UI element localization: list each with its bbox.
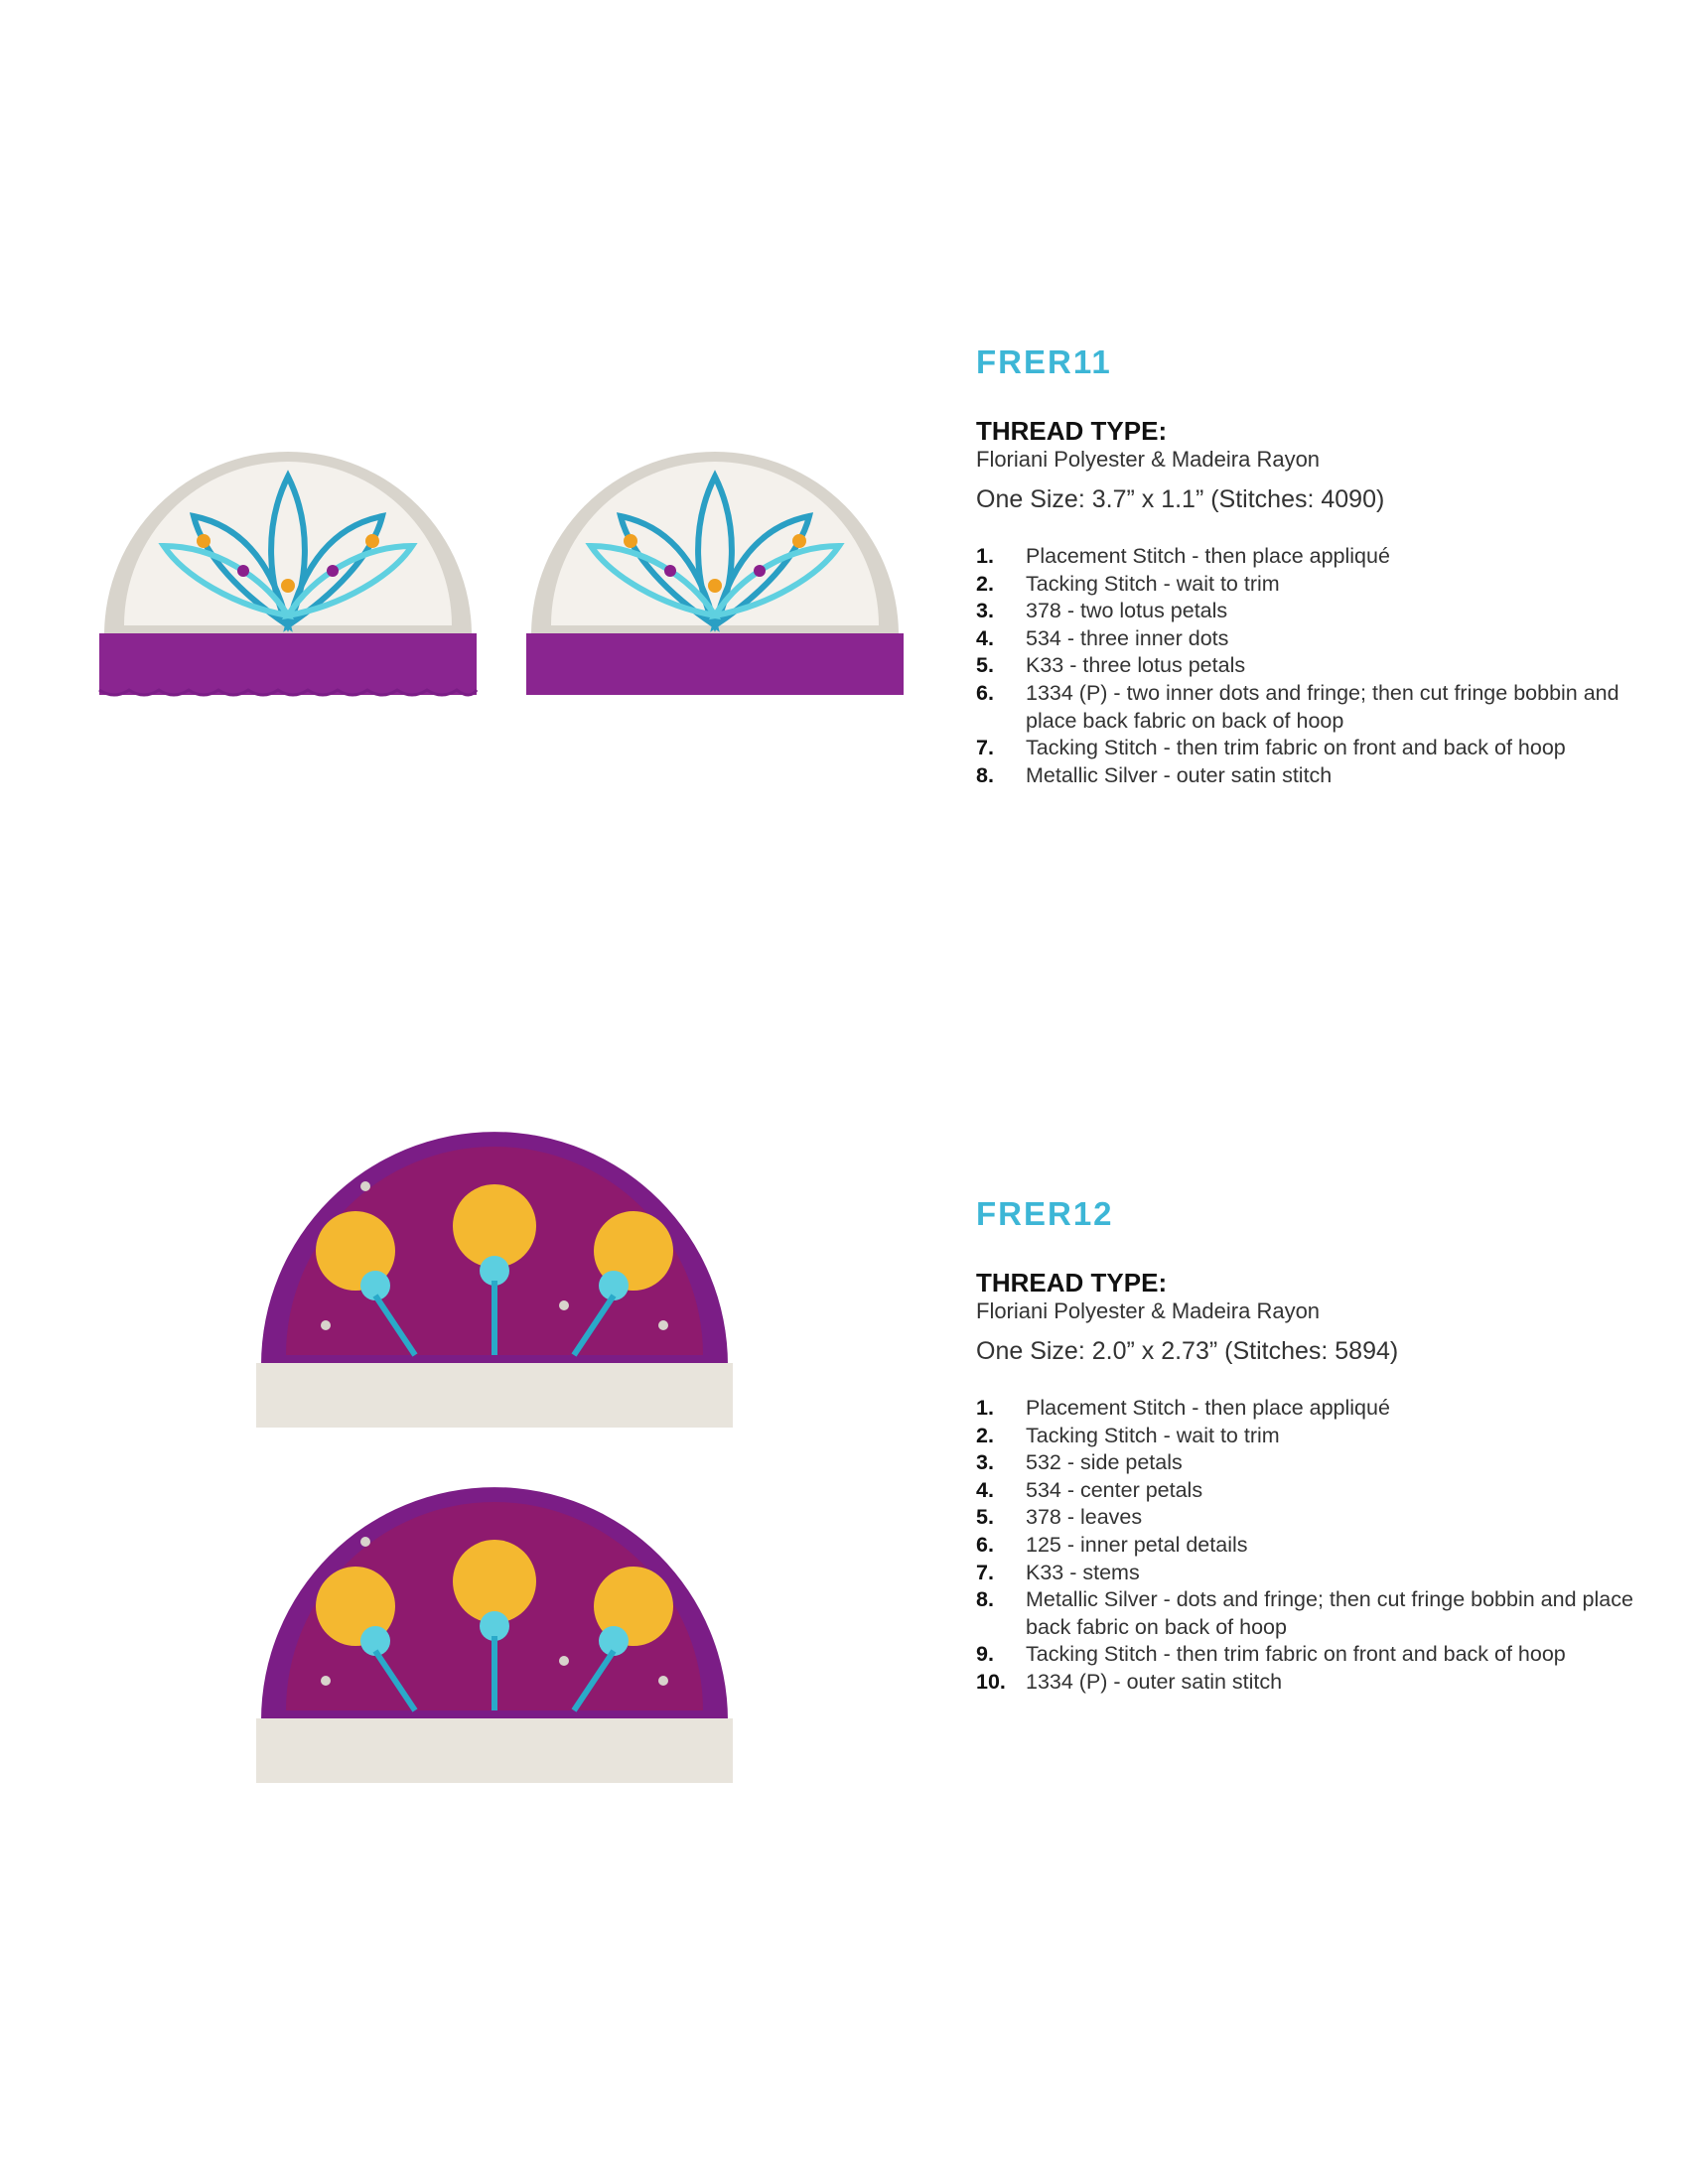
list-item: 4. 534 - three inner dots	[976, 625, 1651, 653]
frer11-lotus-patch-right	[526, 452, 904, 695]
list-item: 5. K33 - three lotus petals	[976, 652, 1651, 680]
thread-type-value: Floriani Polyester & Madeira Rayon	[976, 447, 1321, 472]
step-number: 10.	[976, 1669, 1006, 1694]
step-number: 6.	[976, 1532, 994, 1557]
product-code: FRER12	[976, 1195, 1114, 1232]
list-item: 1. Placement Stitch - then place appliqué	[976, 543, 1651, 571]
step-number: 5.	[976, 653, 994, 678]
step-text: 125 - inner petal details	[1026, 1532, 1248, 1557]
list-item: 4. 534 - center petals	[976, 1477, 1651, 1505]
list-item: 8. Metallic Silver - dots and fringe; the…	[976, 1586, 1651, 1641]
step-text: 534 - center petals	[1026, 1477, 1203, 1502]
list-item: 1. Placement Stitch - then place appliqué	[976, 1395, 1651, 1423]
step-list: 1. Placement Stitch - then place appliqué…	[976, 543, 1651, 789]
list-item: 7. K33 - stems	[976, 1560, 1651, 1587]
step-text: Tacking Stitch - then trim fabric on fro…	[1026, 1642, 1566, 1667]
step-text: K33 - three lotus petals	[1026, 653, 1246, 678]
list-item: 2. Tacking Stitch - wait to trim	[976, 571, 1651, 599]
step-text: 1334 (P) - two inner dots and fringe; th…	[1026, 680, 1619, 733]
step-number: 7.	[976, 1560, 994, 1584]
step-text: Tacking Stitch - then trim fabric on fro…	[1026, 736, 1566, 760]
thread-type-label: THREAD TYPE:	[976, 416, 1168, 446]
product-frer12: FRER12 THREAD TYPE: Floriani Polyester &…	[976, 1194, 1651, 1697]
step-text: Metallic Silver - outer satin stitch	[1026, 762, 1333, 787]
list-item: 7. Tacking Stitch - then trim fabric on f…	[976, 735, 1651, 762]
step-text: 378 - leaves	[1026, 1505, 1143, 1530]
step-text: 532 - side petals	[1026, 1450, 1183, 1475]
step-text: Tacking Stitch - wait to trim	[1026, 1423, 1280, 1447]
frer12-flower-patch-bottom	[256, 1487, 733, 1783]
product-code: FRER11	[976, 343, 1112, 380]
thread-type-label: THREAD TYPE:	[976, 1268, 1168, 1297]
step-number: 3.	[976, 599, 994, 623]
step-text: K33 - stems	[1026, 1560, 1140, 1584]
step-number: 9.	[976, 1642, 994, 1667]
step-text: Placement Stitch - then place appliqué	[1026, 1396, 1390, 1420]
step-number: 7.	[976, 736, 994, 760]
product-frer11: FRER11 THREAD TYPE: Floriani Polyester &…	[976, 342, 1651, 789]
frer12-flower-patch-top	[256, 1132, 733, 1428]
frer11-lotus-patch-left	[98, 452, 479, 697]
step-number: 8.	[976, 762, 994, 787]
step-number: 1.	[976, 1396, 994, 1420]
step-number: 5.	[976, 1505, 994, 1530]
step-text: Metallic Silver - dots and fringe; then …	[1026, 1587, 1633, 1639]
step-number: 1.	[976, 544, 994, 568]
step-number: 3.	[976, 1450, 994, 1475]
list-item: 3. 532 - side petals	[976, 1449, 1651, 1477]
list-item: 3. 378 - two lotus petals	[976, 598, 1651, 625]
step-number: 2.	[976, 571, 994, 596]
step-number: 4.	[976, 625, 994, 650]
list-item: 9. Tacking Stitch - then trim fabric on f…	[976, 1641, 1651, 1669]
step-number: 6.	[976, 680, 994, 705]
step-text: 534 - three inner dots	[1026, 625, 1229, 650]
thread-type-value: Floriani Polyester & Madeira Rayon	[976, 1298, 1321, 1323]
step-number: 8.	[976, 1587, 994, 1612]
step-text: 378 - two lotus petals	[1026, 599, 1228, 623]
step-text: Placement Stitch - then place appliqué	[1026, 544, 1390, 568]
list-item: 5. 378 - leaves	[976, 1504, 1651, 1532]
list-item: 2. Tacking Stitch - wait to trim	[976, 1423, 1651, 1450]
size-info: One Size: 3.7” x 1.1” (Stitches: 4090)	[976, 485, 1385, 513]
list-item: 6. 1334 (P) - two inner dots and fringe; …	[976, 680, 1651, 735]
list-item: 10. 1334 (P) - outer satin stitch	[976, 1669, 1651, 1697]
size-info: One Size: 2.0” x 2.73” (Stitches: 5894)	[976, 1337, 1399, 1365]
list-item: 8. Metallic Silver - outer satin stitch	[976, 762, 1651, 790]
step-number: 2.	[976, 1423, 994, 1447]
step-text: Tacking Stitch - wait to trim	[1026, 571, 1280, 596]
step-list: 1. Placement Stitch - then place appliqué…	[976, 1395, 1651, 1697]
step-text: 1334 (P) - outer satin stitch	[1026, 1669, 1283, 1694]
step-number: 4.	[976, 1477, 994, 1502]
list-item: 6. 125 - inner petal details	[976, 1532, 1651, 1560]
